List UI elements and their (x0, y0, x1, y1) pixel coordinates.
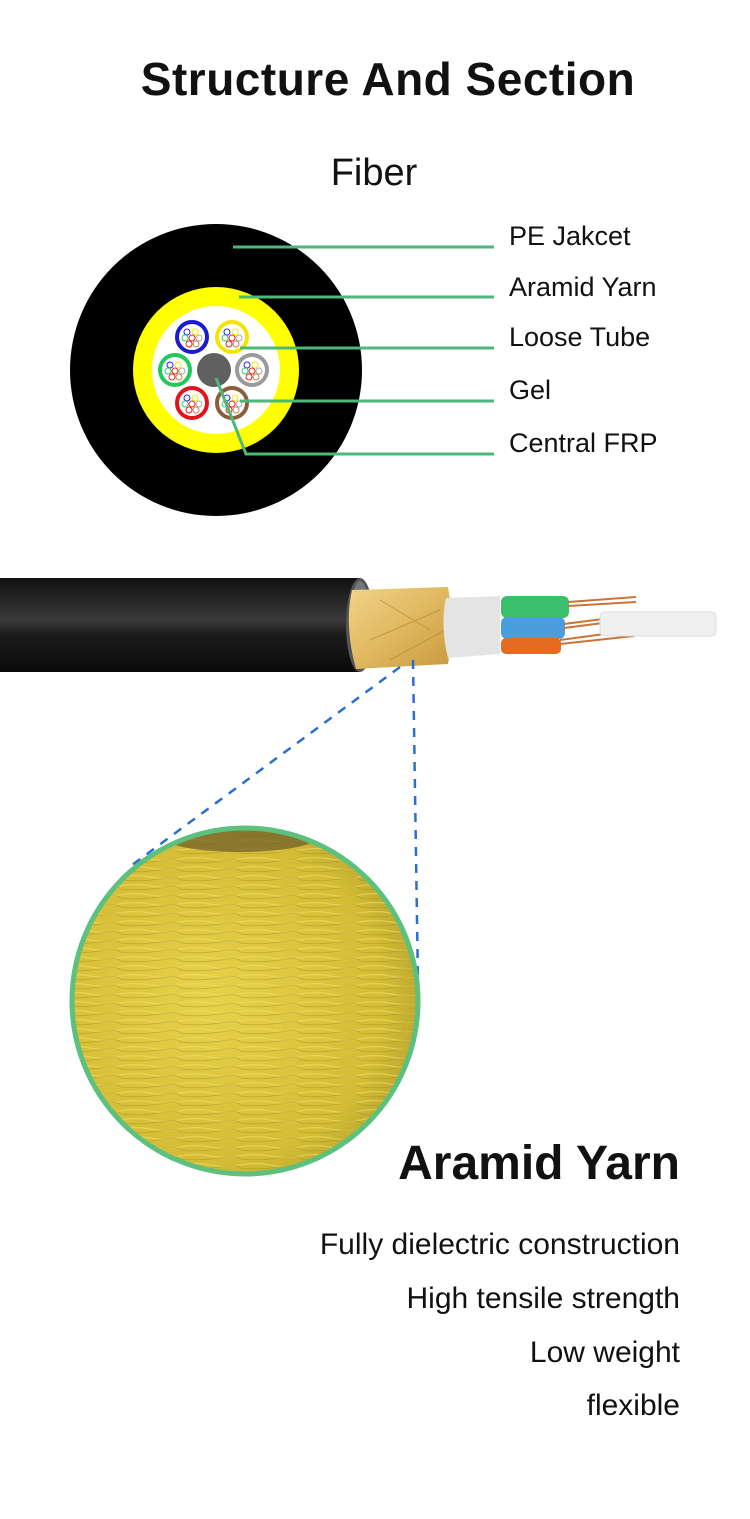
callout-lines (127, 659, 420, 986)
feature-item: High tensile strength (406, 1282, 681, 1315)
aramid-layer (348, 587, 452, 669)
section-subtitle: Fiber (330, 152, 418, 194)
fibers-in-tubes (164, 328, 263, 414)
label-loose-tube: Loose Tube (509, 322, 651, 352)
closeup-ring (69, 825, 421, 1177)
feature-item: Fully dielectric construction (319, 1228, 680, 1261)
cable-side-view (0, 578, 717, 672)
tube-orange (501, 638, 561, 654)
tube-blue (501, 617, 565, 639)
aramid-yarn-closeup (69, 825, 421, 1177)
cable-jacket (0, 578, 360, 672)
label-aramid-yarn: Aramid Yarn (509, 272, 657, 302)
central-frp-side (599, 611, 717, 637)
tube-green (501, 596, 569, 618)
label-gel: Gel (509, 375, 552, 405)
central-frp (197, 353, 231, 387)
feature-title: Aramid Yarn (398, 1137, 680, 1190)
label-central-frp: Central FRP (509, 428, 658, 458)
cable-cross-section (70, 224, 494, 516)
feature-item: flexible (586, 1389, 680, 1422)
feature-item: Low weight (529, 1336, 680, 1369)
leader-lines (214, 245, 494, 456)
gel-layer-side (443, 596, 500, 658)
label-pe-jacket: PE Jakcet (509, 221, 631, 251)
page-title: Structure And Section (140, 53, 636, 105)
